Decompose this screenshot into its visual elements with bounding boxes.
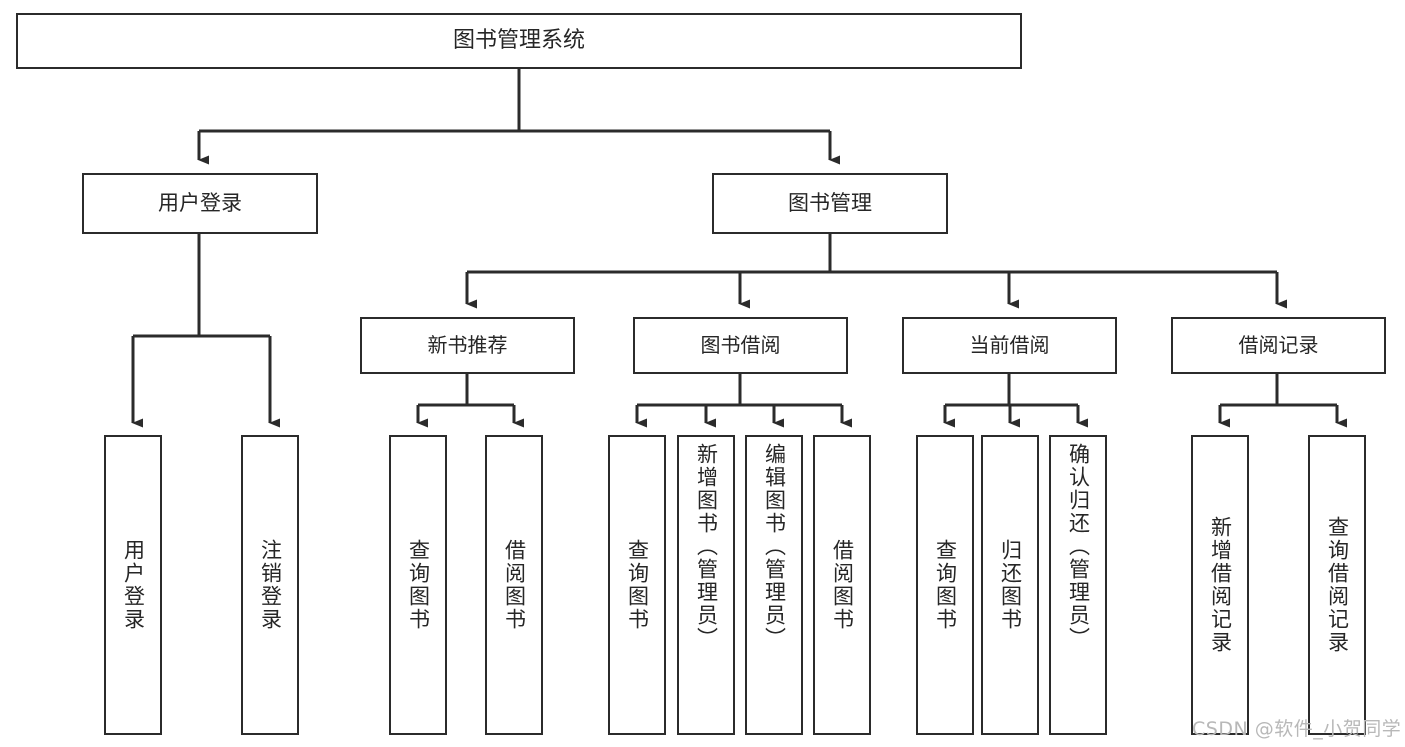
leaf-user-login-logout[interactable]: 注销登录 — [241, 435, 299, 735]
node-label: 新书推荐 — [427, 333, 508, 357]
node-label: 当前借阅 — [969, 333, 1050, 357]
node-label: 图书借阅 — [700, 333, 781, 357]
leaf-book-borrow-borrow-book[interactable]: 借阅图书 — [813, 435, 871, 735]
node-label: 借阅图书 — [502, 539, 527, 631]
node-current-borrow[interactable]: 当前借阅 — [902, 317, 1117, 374]
leaf-current-borrow-query-book[interactable]: 查询图书 — [916, 435, 974, 735]
node-label: 注销登录 — [258, 539, 283, 631]
node-root-system[interactable]: 图书管理系统 — [16, 13, 1022, 69]
node-label: 图书管理系统 — [452, 28, 585, 54]
node-label: 用户登录 — [158, 191, 242, 216]
node-label: 图书管理 — [788, 191, 872, 216]
node-user-login[interactable]: 用户登录 — [82, 173, 318, 234]
leaf-borrow-record-add-record[interactable]: 新增借阅记录 — [1191, 435, 1249, 735]
leaf-new-book-borrow-book[interactable]: 借阅图书 — [485, 435, 543, 735]
node-label: 确认归还（管理员） — [1066, 443, 1091, 650]
node-label: 查询图书 — [406, 539, 431, 631]
leaf-current-borrow-confirm-return[interactable]: 确认归还（管理员） — [1049, 435, 1107, 735]
node-label: 查询借阅记录 — [1325, 516, 1350, 654]
node-label: 查询图书 — [933, 539, 958, 631]
node-label: 新增借阅记录 — [1208, 516, 1233, 654]
csdn-watermark: CSDN @软件_小贺同学 — [1192, 718, 1402, 740]
leaf-user-login-login[interactable]: 用户登录 — [104, 435, 162, 735]
node-borrow-record[interactable]: 借阅记录 — [1171, 317, 1386, 374]
leaf-current-borrow-return-book[interactable]: 归还图书 — [981, 435, 1039, 735]
node-label: 编辑图书（管理员） — [762, 443, 787, 650]
leaf-book-borrow-query-book[interactable]: 查询图书 — [608, 435, 666, 735]
node-label: 用户登录 — [121, 539, 146, 631]
node-label: 借阅图书 — [830, 539, 855, 631]
leaf-new-book-query-book[interactable]: 查询图书 — [389, 435, 447, 735]
node-new-book-recommend[interactable]: 新书推荐 — [360, 317, 575, 374]
node-label: 归还图书 — [998, 539, 1023, 631]
node-label: 借阅记录 — [1238, 333, 1319, 357]
leaf-book-borrow-add-book[interactable]: 新增图书（管理员） — [677, 435, 735, 735]
node-label: 新增图书（管理员） — [694, 443, 719, 650]
leaf-borrow-record-query-record[interactable]: 查询借阅记录 — [1308, 435, 1366, 735]
node-label: 查询图书 — [625, 539, 650, 631]
leaf-book-borrow-edit-book[interactable]: 编辑图书（管理员） — [745, 435, 803, 735]
node-book-borrow[interactable]: 图书借阅 — [633, 317, 848, 374]
node-book-management[interactable]: 图书管理 — [712, 173, 948, 234]
